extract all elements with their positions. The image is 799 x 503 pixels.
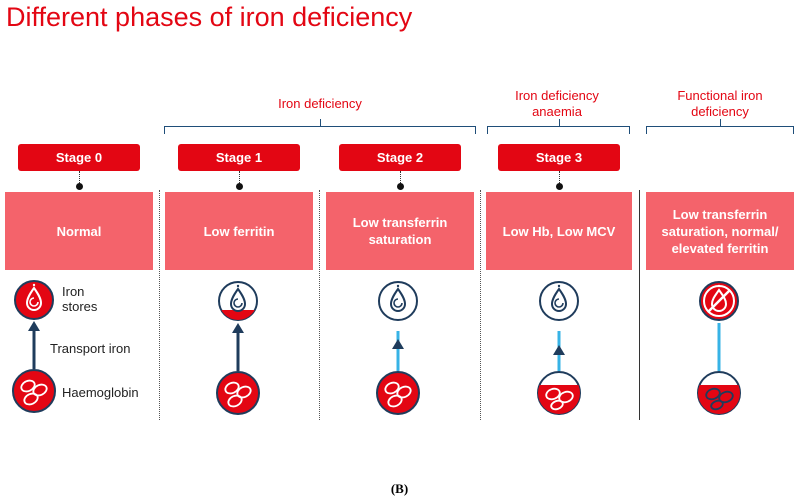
iron-stores-low-icon (218, 281, 258, 321)
stage-2-badge: Stage 2 (339, 144, 461, 171)
connector (239, 171, 240, 185)
stage-1-description: Low ferritin (165, 192, 313, 270)
stage-0-description: Normal (5, 192, 153, 270)
iron-stores-label: Iron stores (62, 284, 98, 314)
iron-stores-empty-icon (539, 281, 579, 321)
stage-2-description: Low transferrin saturation (326, 192, 474, 270)
connector-dot (236, 183, 243, 190)
functional-description: Low transferrin saturation, normal/ elev… (646, 192, 794, 270)
transport-arrow-light-icon (553, 331, 565, 371)
brace-iron-deficiency (164, 119, 476, 134)
connector-dot (397, 183, 404, 190)
brace-iron-deficiency-anaemia (487, 119, 630, 134)
connector-dot (76, 183, 83, 190)
column-separator (480, 190, 481, 420)
haemoglobin-low-icon (537, 371, 581, 415)
stage-0-badge: Stage 0 (18, 144, 140, 171)
connector (400, 171, 401, 185)
figure-label: (B) (390, 481, 409, 496)
transport-arrow-icon (28, 321, 40, 369)
page-title: Different phases of iron deficiency (6, 2, 413, 32)
connector (79, 171, 80, 185)
haemoglobin-full-icon (216, 371, 260, 415)
transport-arrow-icon (232, 323, 244, 371)
haemoglobin-label: Haemoglobin (62, 385, 139, 400)
haemoglobin-full-icon (376, 371, 420, 415)
iron-stores-empty-icon (378, 281, 418, 321)
iron-stores-full-icon (14, 280, 54, 320)
haemoglobin-low-icon (697, 371, 741, 415)
stage-3-description: Low Hb, Low MCV (486, 192, 632, 270)
column-separator (319, 190, 320, 420)
column-separator-functional (639, 190, 640, 420)
stage-1-badge: Stage 1 (178, 144, 300, 171)
connector-dot (556, 183, 563, 190)
column-separator (159, 190, 160, 420)
group-label-functional-iron-deficiency: Functional iron deficiency (677, 88, 763, 119)
iron-stores-blocked-icon (699, 281, 739, 321)
stage-3-badge: Stage 3 (498, 144, 620, 171)
haemoglobin-full-icon (12, 369, 56, 413)
group-label-iron-deficiency-anaemia: Iron deficiency anaemia (515, 88, 599, 119)
transport-iron-label: Transport iron (50, 341, 131, 356)
brace-functional-iron-deficiency (646, 119, 794, 134)
transport-arrow-light-icon (392, 331, 404, 371)
group-label-iron-deficiency: Iron deficiency (278, 96, 362, 111)
transport-line-light-icon (717, 323, 721, 371)
connector (559, 171, 560, 185)
